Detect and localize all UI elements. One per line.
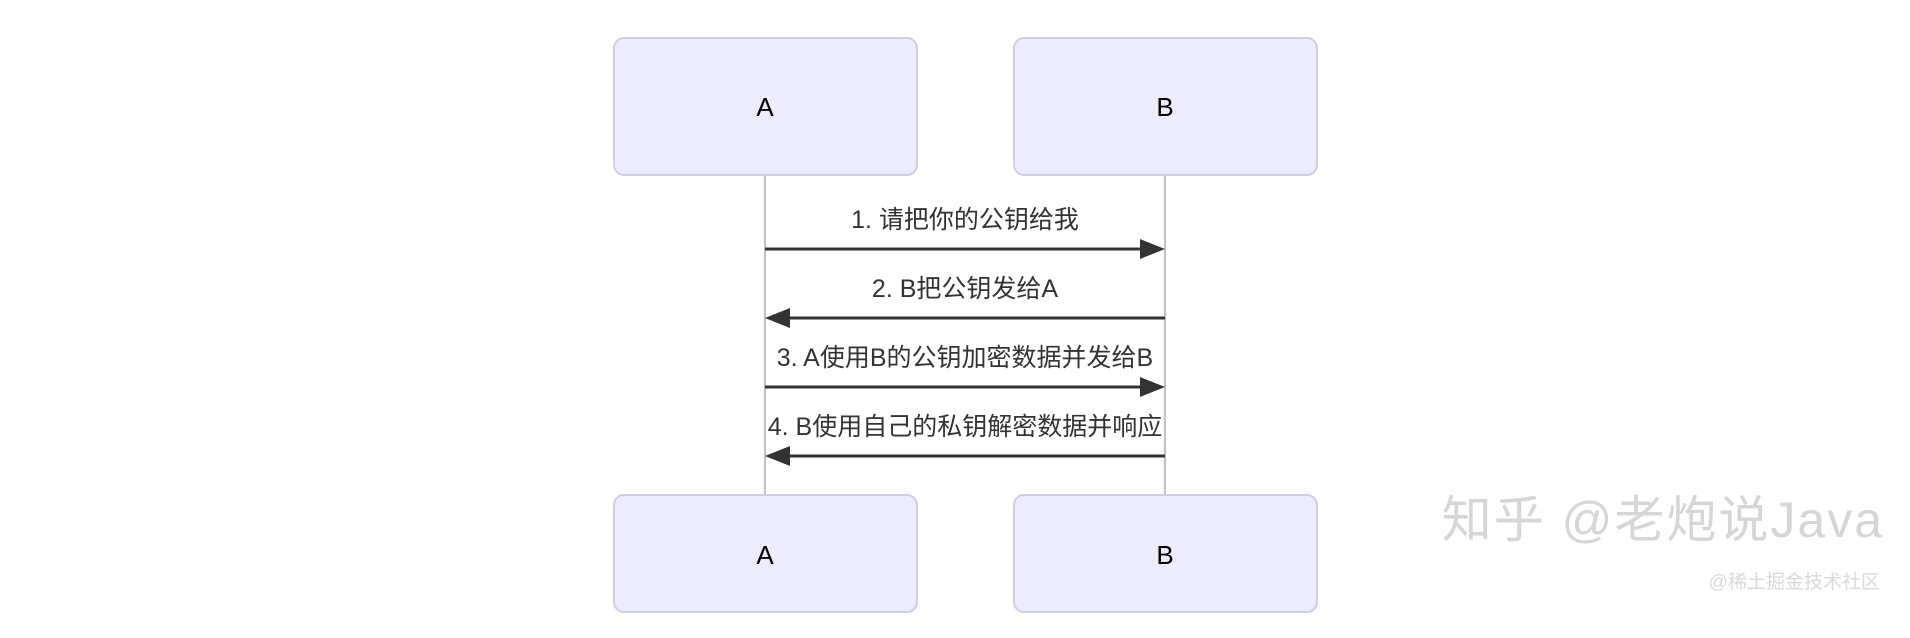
participant-bottom-a[interactable]: A [613,494,918,613]
participant-top-b[interactable]: B [1013,37,1318,176]
message-4[interactable]: 4. B使用自己的私钥解密数据并响应 [765,413,1165,466]
message-4-label: 4. B使用自己的私钥解密数据并响应 [768,413,1162,441]
watermark-secondary: @稀土掘金技术社区 [1708,572,1880,593]
participant-label-b-bottom: B [1156,540,1173,570]
message-1-label: 1. 请把你的公钥给我 [851,206,1079,234]
participant-box-a-top[interactable] [613,37,918,176]
participant-box-b-bottom[interactable] [1013,494,1318,613]
message-3-label: 3. A使用B的公钥加密数据并发给B [777,344,1153,372]
message-2-arrowhead-icon [765,308,790,328]
message-1-arrowhead-icon [1140,239,1165,259]
message-4-arrowhead-icon [765,446,790,466]
message-3[interactable]: 3. A使用B的公钥加密数据并发给B [765,344,1165,397]
participant-label-a-bottom: A [756,540,774,570]
watermark-primary: 知乎 @老炮说Java [1441,492,1884,548]
message-2[interactable]: 2. B把公钥发给A [765,275,1165,328]
participant-label-b-top: B [1156,92,1173,122]
participant-bottom-b[interactable]: B [1013,494,1318,613]
message-2-label: 2. B把公钥发给A [872,275,1058,303]
lifelines-group [763,175,1167,495]
participant-box-a-bottom[interactable] [613,494,918,613]
participant-label-a-top: A [756,92,774,122]
participant-top-a[interactable]: A [613,37,918,176]
message-1[interactable]: 1. 请把你的公钥给我 [765,206,1165,259]
message-3-arrowhead-icon [1140,377,1165,397]
participant-box-b-top[interactable] [1013,37,1318,176]
